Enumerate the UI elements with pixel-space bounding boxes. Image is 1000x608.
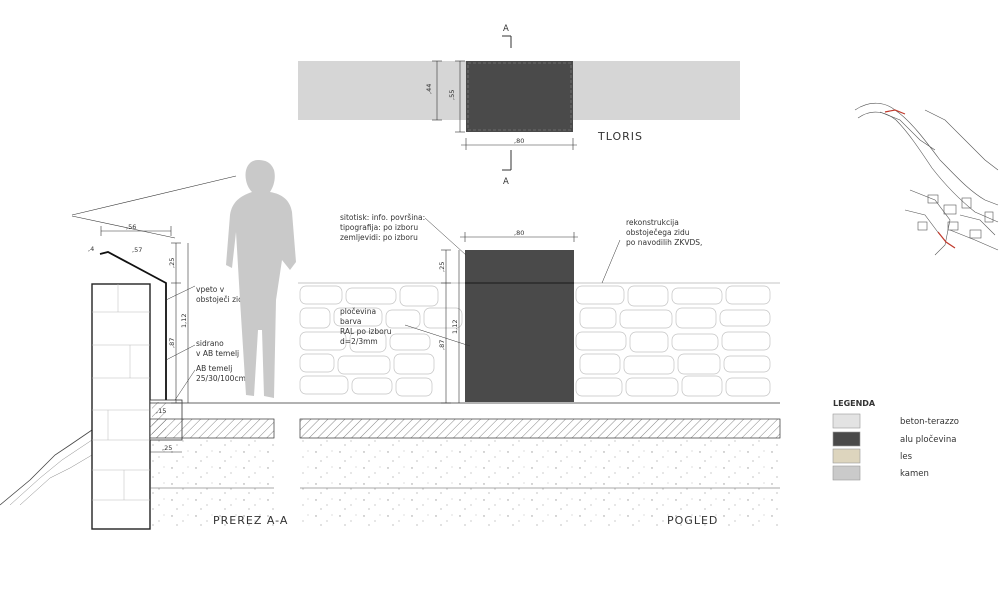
plan-marker-bottom: A <box>503 177 509 187</box>
stone-wall <box>298 282 780 397</box>
plan-view: A A ,80 ,44 ,55 TLORIS <box>298 24 740 187</box>
legend-label-concrete: beton-terazzo <box>900 417 959 427</box>
legend-label-aluminium: alu pločevina <box>900 434 957 445</box>
section-dim-base-w: ,25 <box>162 444 172 452</box>
plan-dim-depth-inner: ,44 <box>425 84 433 94</box>
plan-board-outline <box>467 62 572 131</box>
section-dim-base-h: ,15 <box>156 407 166 415</box>
plan-dim-width: ,80 <box>514 137 524 145</box>
section-dim-total: 1,12 <box>180 314 188 328</box>
plan-title: TLORIS <box>597 130 643 143</box>
legend-label-wood: les <box>900 452 913 462</box>
legend-swatch-aluminium <box>832 431 861 447</box>
section-title: PREREZ A-A <box>213 514 288 527</box>
section-dim-top: ,56 <box>126 223 136 231</box>
legend-label-stone: kamen <box>900 469 929 479</box>
legend-swatch-wood <box>832 448 861 464</box>
elevation-board <box>465 250 574 402</box>
plan-dim-depth-outer: ,55 <box>448 90 456 100</box>
legend-title: LEGENDA <box>833 399 876 408</box>
elevation-dim-lower: ,87 <box>438 340 446 350</box>
plan-board <box>466 61 573 132</box>
section-board-profile <box>99 251 167 400</box>
elevation-dim-total: 1,12 <box>451 320 459 334</box>
legend-swatch-stone <box>832 465 861 481</box>
legend-swatch-concrete <box>832 413 861 429</box>
section-dim-slope: ,57 <box>132 246 142 254</box>
human-figure <box>226 160 296 398</box>
elevation-title: POGLED <box>667 514 718 527</box>
section-dim-edge: ,4 <box>88 245 94 253</box>
section-wall <box>91 283 151 530</box>
elevation-dim-width: ,80 <box>514 229 524 237</box>
legend: LEGENDA beton-terazzo alu pločevina les … <box>832 399 959 481</box>
elevation-dim-upper: ,25 <box>438 262 446 272</box>
elevation-note-print: sitotisk: info. površina:tipografija: po… <box>340 213 425 242</box>
elevation-view: ,80 ,25 ,87 1,12 sitotisk: info. površin… <box>298 213 781 528</box>
section-dim-upper: ,25 <box>168 258 176 268</box>
location-map <box>854 102 999 256</box>
plan-marker-top: A <box>503 24 509 34</box>
section-dim-lower: ,87 <box>168 338 176 348</box>
